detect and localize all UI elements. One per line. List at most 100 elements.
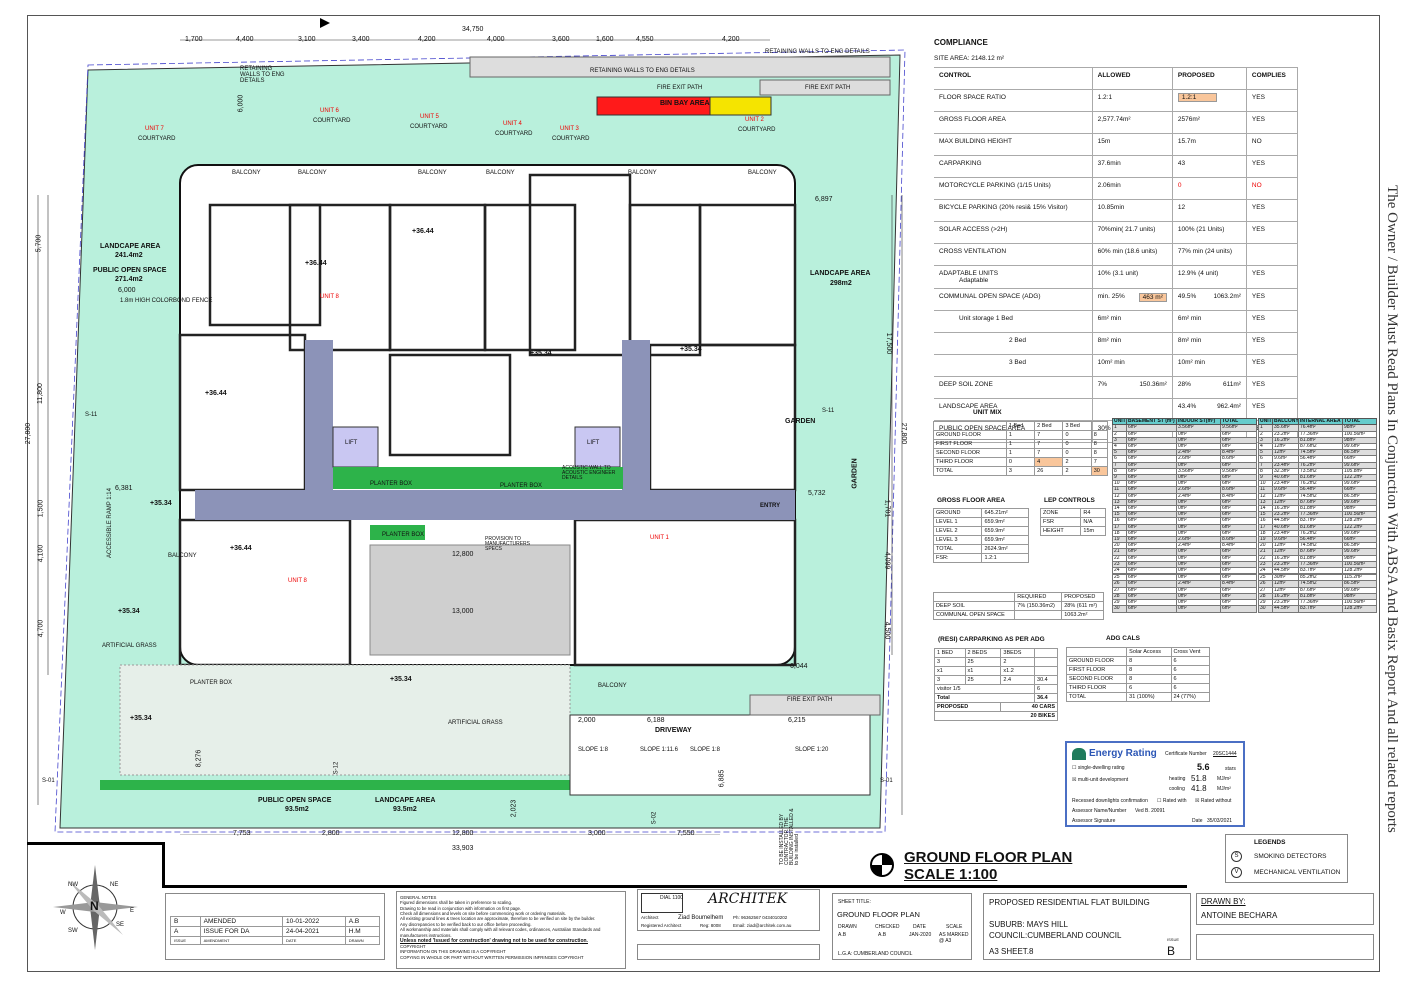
cell: TOTAL: [1065, 692, 1128, 702]
cell: 8: [1090, 448, 1109, 458]
label-balcony: BALCONY: [232, 170, 261, 176]
allowed-extra: 463 m²: [1138, 293, 1167, 302]
label-pos-bottom: PUBLIC OPEN SPACE: [258, 797, 332, 804]
compass-label: SW: [68, 928, 78, 934]
project-suburb: SUBURB: MAYS HILL: [989, 920, 1068, 929]
label-pos-left-area: 271.4m2: [115, 276, 143, 283]
allowed: 15m: [1097, 138, 1111, 145]
col-label: DATE: [913, 924, 926, 930]
table-row: FSR:1.2:1: [932, 553, 1029, 563]
proposed-extra: 962.4m²: [1217, 403, 1241, 410]
label-artificial-grass: ARTIFICIAL GRASS: [448, 720, 503, 726]
cell: 2 Bed: [1034, 421, 1064, 431]
section-marker: S-01: [880, 778, 893, 784]
cell: THIRD FLOOR: [1065, 683, 1128, 693]
cell: GROUND FLOOR: [1065, 656, 1128, 666]
architect-role: Architect: [641, 915, 659, 920]
cell: 8: [1126, 665, 1172, 675]
cert-label: Certificate Number: [1165, 751, 1207, 757]
dim-top: 3,600: [552, 36, 570, 43]
sheet-title: GROUND FLOOR PLAN: [837, 910, 920, 919]
cell: INTERNAL AREA: [1298, 417, 1343, 426]
proposed: 100% (21 Units): [1177, 226, 1225, 233]
level-marker: +35.34: [150, 500, 172, 507]
complies: YES: [1246, 288, 1299, 311]
proposed: 15.7m: [1177, 138, 1196, 145]
divider: [27, 842, 162, 845]
sheet-border: [27, 15, 1380, 972]
label-provision: PROVISION TO MANUFACTURERS SPECS: [485, 536, 531, 552]
rated-with: Rated with: [1162, 798, 1187, 804]
dim-bottom: 12,800: [452, 830, 474, 837]
corridor-west: [305, 340, 333, 490]
cell: 2: [1062, 457, 1092, 467]
date-value: JAN-2020: [909, 932, 932, 938]
cell: ISSUE: [170, 936, 201, 945]
cell: 8: [1126, 674, 1172, 684]
cell: 1 BED: [934, 648, 966, 658]
label-landscape-left: LANDCAPE AREA: [100, 243, 161, 250]
cell: 7: [1034, 439, 1064, 449]
cell: 20 BIKES: [934, 711, 1058, 721]
note-line: All workmanship and materials shall comp…: [400, 927, 601, 938]
level-marker: +35.34: [680, 346, 702, 353]
blank-box: [1196, 934, 1374, 960]
planter-box-mid: [370, 525, 425, 540]
proposed: 0: [1177, 182, 1182, 189]
cell: B: [170, 916, 201, 927]
cell: 100.56m²: [1342, 511, 1377, 519]
cell: LEVEL 2: [932, 526, 983, 536]
allowed: 10.85min: [1097, 204, 1125, 211]
cell: 7: [1090, 457, 1109, 467]
label-unit: UNIT 8: [320, 294, 339, 300]
dim-right: 4,099: [883, 551, 891, 570]
heating-unit: MJ/m²: [1217, 776, 1231, 782]
copyright-line: COPYRIGHT: [400, 944, 426, 950]
label-unit: UNIT 6: [320, 108, 339, 114]
cell: 6: [1170, 665, 1211, 675]
cell: x1: [964, 666, 1002, 676]
level-marker: +35.34: [130, 715, 152, 722]
control: MOTORCYCLE PARKING (1/15 Units): [939, 182, 1051, 189]
dim-misc: 6,897: [815, 196, 833, 203]
cell: AMENDED: [199, 916, 284, 927]
label-landscape-left-area: 241.4m2: [115, 252, 143, 259]
label-entry: ENTRY: [760, 503, 781, 509]
dimension-lines: [37, 39, 903, 835]
single-rating: single-dwelling rating: [1077, 765, 1125, 771]
control: 3 Bed: [1009, 359, 1026, 366]
label-pos-left: PUBLIC OPEN SPACE: [93, 267, 167, 274]
cell: 30: [1090, 466, 1109, 476]
section-marker: S-12: [333, 761, 340, 775]
legends-box: LEGENDS S SMOKING DETECTORS V MECHANICAL…: [1225, 834, 1348, 883]
cell: 0: [1005, 457, 1036, 467]
control-sub: Adaptable: [959, 277, 989, 284]
corridor-east: [622, 340, 650, 490]
fire-exit-path-top: [759, 79, 891, 96]
label-fence: 1.8m HIGH COLORBOND FENCE: [120, 298, 213, 304]
proposed: 28%: [1177, 381, 1191, 388]
level-marker: +36.44: [305, 260, 327, 267]
cell: PROPOSED: [1172, 67, 1247, 90]
stars-value: 5.6: [1197, 762, 1210, 772]
cell: 44.5m²: [1272, 605, 1299, 613]
cell: [1090, 421, 1109, 431]
slope-label: SLOPE 1:8: [690, 747, 721, 753]
